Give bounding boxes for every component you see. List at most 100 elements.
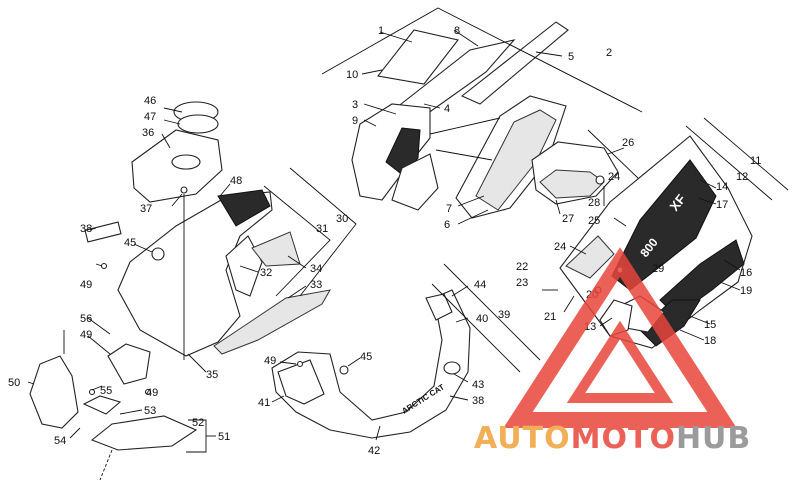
callout-34: 34 [310, 263, 322, 275]
callout-42: 42 [368, 445, 380, 457]
callout-14: 14 [716, 181, 728, 193]
belly-tab-44 [425, 293, 453, 321]
side-cover-50 [29, 355, 79, 429]
callout-47: 47 [144, 111, 156, 123]
callout-41: 41 [258, 397, 270, 409]
callout-3: 3 [352, 99, 358, 111]
watermark-part-moto: MOTO [571, 421, 676, 456]
callout-49-b: 49 [80, 329, 92, 341]
windshield-piece-10 [377, 29, 459, 85]
callout-51: 51 [218, 431, 230, 443]
mesh-24 [565, 235, 615, 279]
watermark: AUTOMOTOHUB [474, 247, 751, 456]
callout-10: 10 [346, 69, 358, 81]
callout-38-belly: 38 [472, 395, 484, 407]
watermark-triangle-logo [503, 247, 737, 428]
screw-49-lower [144, 388, 152, 396]
callout-19: 19 [740, 285, 752, 297]
callout-31: 31 [316, 223, 328, 235]
callout-30: 30 [336, 213, 348, 225]
callout-36: 36 [142, 127, 154, 139]
bracket-48 [217, 189, 271, 227]
watermark-triangle-inner [566, 320, 674, 403]
callout-29: 29 [652, 263, 664, 275]
callouts: 1 2 3 4 5 6 7 8 9 10 11 12 13 14 15 16 1… [8, 25, 761, 457]
watermark-part-auto: AUTO [474, 421, 571, 456]
callout-23: 23 [516, 277, 528, 289]
callout-49-a: 49 [80, 279, 92, 291]
callout-45-belly: 45 [360, 351, 372, 363]
callout-39: 39 [498, 309, 510, 321]
callout-9: 9 [352, 115, 358, 127]
callout-38-left: 38 [80, 223, 92, 235]
callout-48: 48 [230, 175, 242, 187]
callout-24-bottom: 24 [554, 241, 566, 253]
callout-27: 27 [562, 213, 574, 225]
windshield-assembly [351, 21, 569, 219]
bracket-56 [107, 343, 151, 385]
bolt-28 [595, 175, 605, 185]
callout-7: 7 [446, 203, 452, 215]
callout-55: 55 [100, 385, 112, 397]
belly-left-41 [277, 359, 325, 405]
callout-6: 6 [444, 219, 450, 231]
callout-22: 22 [516, 261, 528, 273]
mesh-33 [213, 289, 331, 355]
headlight-assembly [531, 141, 619, 205]
screw-55 [88, 388, 96, 396]
intake-seal-47 [177, 114, 219, 134]
mesh-grille [475, 109, 557, 211]
callout-44: 44 [474, 279, 486, 291]
lower-left-parts [29, 343, 198, 481]
side-frame-30 [117, 191, 273, 357]
callout-26: 26 [622, 137, 634, 149]
callout-4: 4 [444, 103, 450, 115]
callout-11: 11 [750, 155, 761, 167]
screw-49-belly [296, 360, 304, 368]
fastener-37 [180, 186, 188, 194]
callout-50: 50 [8, 377, 20, 389]
decal-lower-15 [639, 299, 701, 347]
strip-38 [84, 221, 122, 243]
callout-49-c: 49 [146, 387, 158, 399]
left-side-assembly [84, 189, 331, 360]
callout-16: 16 [740, 267, 752, 279]
callout-12: 12 [736, 171, 748, 183]
grommet-45-belly [339, 365, 349, 375]
callout-37: 37 [140, 203, 152, 215]
air-intake-assembly [131, 101, 223, 203]
console-hole [171, 154, 201, 170]
callout-24-top: 24 [608, 171, 620, 183]
bracket-53 [82, 395, 122, 415]
callout-43: 43 [472, 379, 484, 391]
callout-45-left: 45 [124, 237, 136, 249]
callout-15: 15 [704, 319, 716, 331]
hood-lower-9 [391, 153, 439, 211]
callout-54: 54 [54, 435, 66, 447]
callout-1: 1 [378, 25, 384, 37]
callout-46: 46 [144, 95, 156, 107]
windshield-strip-5 [460, 21, 569, 105]
callout-17: 17 [716, 199, 728, 211]
callout-18: 18 [704, 335, 716, 347]
callout-35: 35 [206, 369, 218, 381]
watermark-part-hub: HUB [676, 421, 751, 456]
callout-32: 32 [260, 267, 272, 279]
callout-2: 2 [606, 47, 612, 59]
callout-25: 25 [588, 215, 600, 227]
callout-49-d: 49 [264, 355, 276, 367]
callout-33: 33 [310, 279, 322, 291]
belly-pan-39 [271, 289, 471, 439]
callout-5: 5 [568, 51, 574, 63]
belly-hole-43 [443, 361, 461, 375]
guard-51 [90, 415, 198, 451]
callout-21: 21 [544, 311, 556, 323]
latch-32 [225, 235, 263, 297]
callout-40: 40 [476, 313, 488, 325]
callout-8: 8 [454, 25, 460, 37]
callout-56: 56 [80, 313, 92, 325]
leader-lines [27, 7, 789, 453]
callout-53: 53 [144, 405, 156, 417]
grommet-45 [151, 247, 165, 261]
